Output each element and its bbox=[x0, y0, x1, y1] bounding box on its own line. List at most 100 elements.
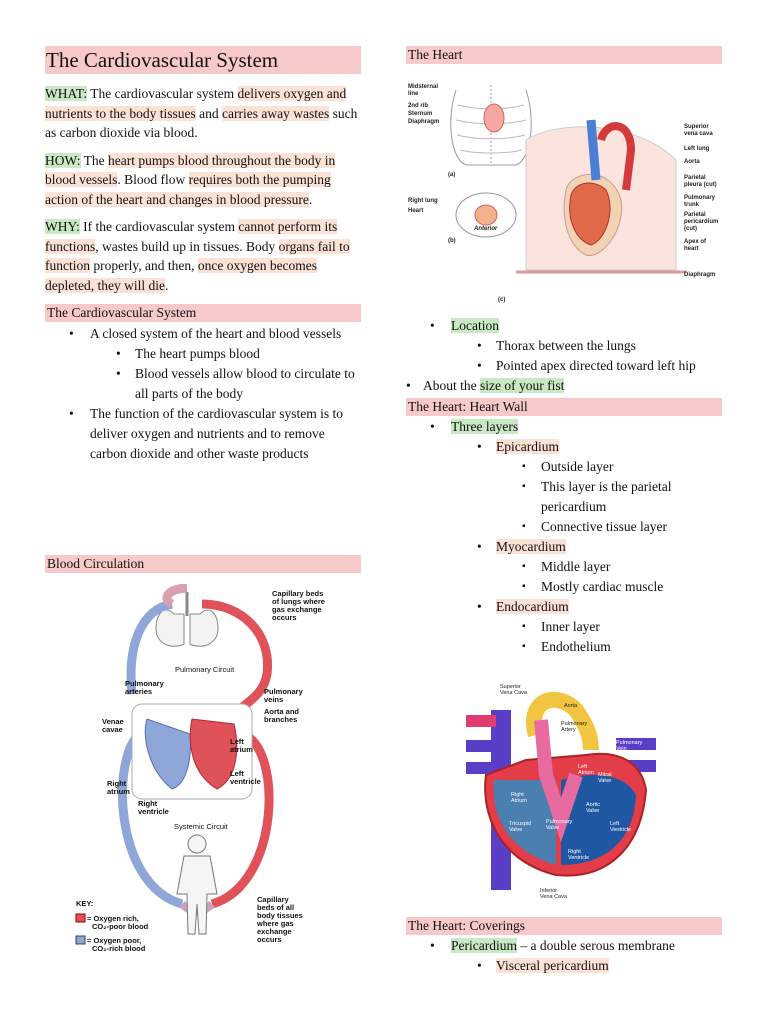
list-item: Pericardium – a double serous membrane V… bbox=[406, 936, 722, 976]
label-aortic-valve: Aortic bbox=[586, 802, 600, 808]
layer-item-endocardium: Endocardium Inner layer Endothelium bbox=[451, 597, 722, 657]
how-text-3: . bbox=[308, 191, 313, 207]
cardio-list: A closed system of the heart and blood v… bbox=[45, 324, 361, 464]
detail-item: Connective tissue layer bbox=[496, 517, 722, 537]
section-header-heart: The Heart bbox=[406, 46, 722, 64]
visceral-label: Visceral pericardium bbox=[496, 958, 609, 973]
heart-wall-section: The Heart: Heart Wall Three layers Epica… bbox=[406, 398, 722, 657]
sub-list-item: Thorax between the lungs bbox=[451, 336, 726, 356]
label-capillary-body: beds of all bbox=[257, 903, 294, 912]
sub-list: Thorax between the lungs Pointed apex di… bbox=[451, 336, 726, 376]
label-right-ventricle: Right bbox=[568, 849, 581, 855]
key-red-label: = Oxygen rich, bbox=[87, 914, 139, 923]
label-inferior-vena-cava: Vena Cava bbox=[540, 894, 568, 900]
heart-wall-list: Three layers Epicardium Outside layer Th… bbox=[406, 417, 722, 657]
cross-section-illustration bbox=[455, 192, 517, 238]
how-label: HOW: bbox=[45, 152, 81, 168]
key-title: KEY: bbox=[76, 899, 93, 908]
coverings-list: Pericardium – a double serous membrane V… bbox=[406, 936, 722, 976]
label-pulmonary-vein: Pulmonary bbox=[616, 740, 643, 746]
label-superior-vena-cava: Vena Cava bbox=[500, 690, 528, 696]
label-pulmonary-trunk: Pulmonary bbox=[684, 195, 716, 201]
label-inferior-vena-cava: Inferior bbox=[540, 888, 557, 894]
detail-item: Mostly cardiac muscle bbox=[496, 577, 722, 597]
label-right-atrium: Right bbox=[511, 792, 524, 798]
label-figure-c: (c) bbox=[498, 297, 505, 303]
list-item: Three layers Epicardium Outside layer Th… bbox=[406, 417, 722, 657]
label-sternum: Sternum bbox=[408, 111, 432, 117]
label-left-ventricle: Left bbox=[610, 821, 620, 827]
pericardium-label: Pericardium bbox=[451, 938, 517, 953]
label-left-atrium: Left bbox=[230, 737, 244, 746]
list-item: The function of the cardiovascular syste… bbox=[45, 404, 361, 464]
page-title: The Cardiovascular System bbox=[45, 46, 361, 74]
svg-text:= Oxygen poor,CO₂-rich blood: = Oxygen poor,CO₂-rich blood bbox=[87, 936, 146, 953]
label-pulmonary-veins: veins bbox=[264, 695, 283, 704]
label-pulmonary-artery: Pulmonary bbox=[561, 721, 588, 727]
label-aorta: Aorta bbox=[684, 159, 700, 165]
label-capillary-body: Capillary bbox=[257, 895, 290, 904]
label-pulmonary-valve: Valve bbox=[546, 825, 559, 831]
key-legend: = Oxygen rich,CO₂-poor blood = Oxygen po… bbox=[75, 913, 149, 953]
label-left-lung: Left lung bbox=[684, 146, 710, 152]
detail-item: Inner layer bbox=[496, 617, 722, 637]
label-anterior: Anterior bbox=[473, 226, 498, 232]
how-paragraph: HOW: The heart pumps blood throughout th… bbox=[45, 151, 361, 210]
label-mitral-valve: Valve bbox=[598, 778, 611, 784]
how-text-2: . Blood flow bbox=[117, 172, 189, 187]
what-highlight-2: carries away wastes bbox=[222, 105, 330, 121]
ribcage-illustration bbox=[450, 85, 532, 166]
label-aortic-valve: Valve bbox=[586, 808, 599, 814]
label-apex: heart bbox=[684, 246, 699, 252]
label-right-ventricle: Right bbox=[138, 799, 158, 808]
sub-list: The heart pumps blood Blood vessels allo… bbox=[90, 344, 361, 404]
location-list: Location Thorax between the lungs Pointe… bbox=[406, 316, 726, 396]
layer-item-myocardium: Myocardium Middle layer Mostly cardiac m… bbox=[451, 537, 722, 597]
key-blue-swatch bbox=[75, 935, 86, 945]
label-superior-vena-cava: Superior bbox=[500, 684, 521, 690]
layer-label: Endocardium bbox=[496, 599, 569, 614]
label-right-atrium: Atrium bbox=[511, 798, 527, 804]
key-red-swatch bbox=[75, 913, 86, 923]
location-section: Location Thorax between the lungs Pointe… bbox=[406, 316, 726, 396]
size-highlight: size of your fist bbox=[480, 378, 565, 393]
layer-item-epicardium: Epicardium Outside layer This layer is t… bbox=[451, 437, 722, 537]
label-aorta: Aorta bbox=[564, 703, 578, 709]
section-header-coverings: The Heart: Coverings bbox=[406, 917, 722, 935]
detail-list: Inner layer Endothelium bbox=[496, 617, 722, 657]
sub-list-item: Visceral pericardium bbox=[451, 956, 722, 976]
coverings-section: The Heart: Coverings Pericardium – a dou… bbox=[406, 917, 722, 976]
section-header-blood-circulation: Blood Circulation bbox=[45, 555, 361, 573]
label-capillary-lungs: Capillary beds bbox=[272, 589, 323, 598]
label-diaphragm-a: Diaphragm bbox=[408, 119, 439, 125]
label-figure-a: (a) bbox=[448, 172, 455, 178]
label-venae-cavae: cavae bbox=[102, 725, 123, 734]
layer-label: Epicardium bbox=[496, 439, 559, 454]
section-header-heart-wall: The Heart: Heart Wall bbox=[406, 398, 722, 416]
what-text-3: such as carbon dioxide via blood. bbox=[45, 105, 358, 141]
list-item-text: A closed system of the heart and blood v… bbox=[90, 326, 342, 341]
label-2nd-rib: 2nd rib bbox=[408, 103, 428, 109]
label-capillary-lungs: of lungs where bbox=[272, 597, 325, 606]
label-right-ventricle: ventricle bbox=[138, 807, 169, 816]
label-aorta-branches: branches bbox=[264, 715, 297, 724]
svg-text:= Oxygen rich,CO₂-poor blood: = Oxygen rich,CO₂-poor blood bbox=[87, 914, 149, 931]
detail-item: Outside layer bbox=[496, 457, 722, 477]
label-venae-cavae: Venae bbox=[102, 717, 124, 726]
